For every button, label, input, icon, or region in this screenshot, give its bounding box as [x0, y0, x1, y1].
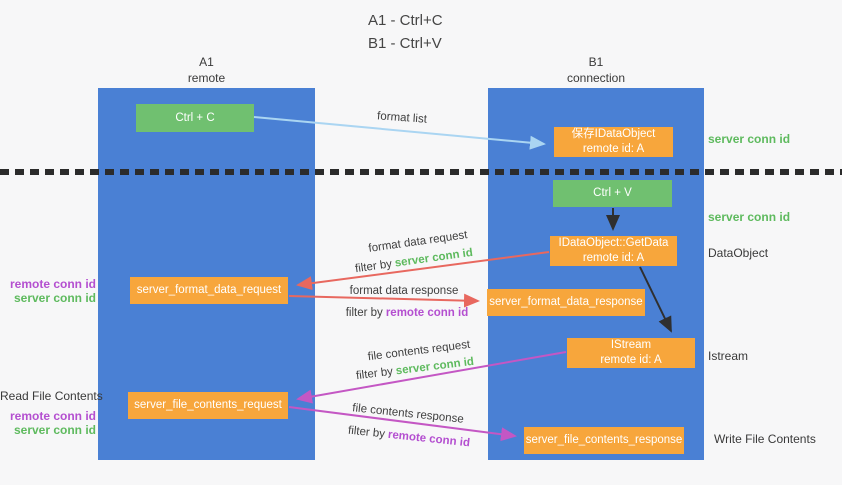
read-file-contents-label: Read File Contents — [0, 389, 103, 403]
node-istream: IStream remote id: A — [567, 338, 695, 368]
server-conn-id-label: server conn id — [13, 423, 96, 437]
node-save-idataobject-line2: remote id: A — [582, 143, 645, 155]
node-save-idataobject: 保存IDataObject remote id: A — [554, 127, 673, 157]
lane-b1-subtitle: connection — [566, 71, 626, 86]
node-server-file-contents-request: server_file_contents_request — [128, 392, 288, 419]
node-server-file-contents-request-label: server_file_contents_request — [134, 399, 282, 412]
lane-a1-name: A1 — [199, 55, 214, 69]
remote-conn-id-text: remote conn id — [387, 428, 471, 450]
server-conn-id-text: server conn id — [395, 355, 475, 378]
remote-conn-id-label: remote conn id — [9, 409, 96, 423]
server-conn-id-label: server conn id — [13, 291, 96, 305]
filter-by-text: filter by — [354, 258, 393, 276]
node-server-format-data-response: server_format_data_response — [487, 289, 645, 316]
diagram-title: A1 - Ctrl+C B1 - Ctrl+V — [368, 10, 443, 55]
istream-label: Istream — [708, 349, 749, 363]
title-line-1: A1 - Ctrl+C — [368, 12, 443, 29]
node-idataobject-getdata: IDataObject::GetData remote id: A — [550, 236, 677, 266]
server-conn-id-label: server conn id — [708, 210, 791, 224]
filter-by-text: filter by — [355, 365, 394, 383]
server-conn-id-text: server conn id — [394, 246, 474, 270]
node-server-file-contents-response: server_file_contents_response — [524, 427, 684, 454]
node-idataobject-getdata-line1: IDataObject::GetData — [558, 237, 669, 250]
node-server-format-data-request: server_format_data_request — [130, 277, 288, 304]
remote-conn-id-label: remote conn id — [9, 277, 96, 291]
node-istream-line1: IStream — [610, 339, 652, 352]
node-ctrl-v-label: Ctrl + V — [593, 187, 632, 200]
node-server-format-data-request-label: server_format_data_request — [136, 284, 282, 297]
edge-label-format-list: format list — [376, 110, 428, 126]
node-server-format-data-response-label: server_format_data_response — [489, 296, 643, 309]
write-file-contents-label: Write File Contents — [714, 432, 816, 446]
dataobject-label: DataObject — [708, 246, 769, 260]
edge-label-file-contents-response: file contents response — [351, 402, 465, 426]
label-conn-ids-bottom-left: remote conn id server conn id — [0, 409, 96, 437]
label-conn-ids-top-left: remote conn id server conn id — [0, 277, 96, 305]
node-ctrl-v: Ctrl + V — [553, 180, 672, 207]
node-ctrl-c: Ctrl + C — [136, 104, 254, 132]
filter-by-text: filter by — [347, 424, 386, 441]
node-istream-line2: remote id: A — [600, 354, 662, 366]
lane-header-a1: A1 remote — [98, 54, 315, 86]
lane-a1-subtitle: remote — [187, 71, 226, 86]
filter-by-text: filter by — [345, 307, 383, 319]
node-idataobject-getdata-line2: remote id: A — [582, 252, 645, 264]
lane-b1-name: B1 — [588, 55, 604, 69]
lane-header-b1: B1 connection — [488, 54, 704, 86]
server-conn-id-label: server conn id — [708, 132, 791, 146]
node-server-file-contents-response-label: server_file_contents_response — [525, 434, 683, 447]
edge-label-format-data-response: format data response — [349, 285, 459, 297]
remote-conn-id-text: remote conn id — [385, 307, 469, 319]
node-ctrl-c-label: Ctrl + C — [175, 111, 215, 124]
title-line-2: B1 - Ctrl+V — [368, 34, 442, 52]
node-save-idataobject-line1: 保存IDataObject — [571, 128, 656, 141]
